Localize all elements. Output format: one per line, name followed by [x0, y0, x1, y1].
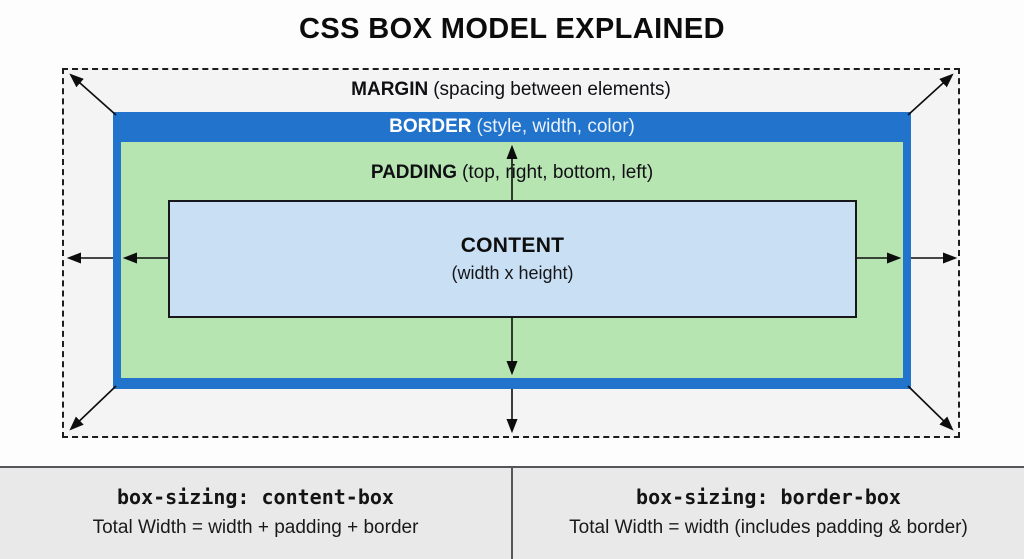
border-label-term: BORDER [389, 116, 472, 137]
content-description: (width x height) [451, 263, 574, 283]
content-box-formula: Total Width = width + padding + border [92, 516, 419, 538]
margin-label-term: MARGIN [351, 79, 429, 100]
border-label-description: (style, width, color) [476, 116, 635, 137]
box-sizing-comparison-footer: box-sizing: content-box Total Width = wi… [0, 466, 1024, 559]
content-box-column: box-sizing: content-box Total Width = wi… [0, 468, 511, 559]
border-box-formula: Total Width = width (includes padding & … [569, 516, 968, 538]
padding-label-term: PADDING [370, 162, 458, 183]
content-label: CONTENT [460, 234, 565, 257]
page-title: CSS BOX MODEL EXPLAINED [298, 13, 725, 45]
border-box-code: box-sizing: border-box [636, 484, 901, 509]
border-box-column: box-sizing: border-box Total Width = wid… [513, 468, 1024, 559]
margin-label-description: (spacing between elements) [433, 79, 671, 100]
footer-column-divider [511, 468, 513, 559]
padding-label: PADDING(top, right, bottom, left) [121, 162, 903, 184]
border-label: BORDER(style, width, color) [113, 116, 911, 138]
content-box-code: box-sizing: content-box [117, 484, 394, 509]
margin-label: MARGIN(spacing between elements) [62, 79, 960, 101]
content-box: CONTENT (width x height) [168, 200, 857, 318]
padding-label-description: (top, right, bottom, left) [462, 162, 654, 183]
